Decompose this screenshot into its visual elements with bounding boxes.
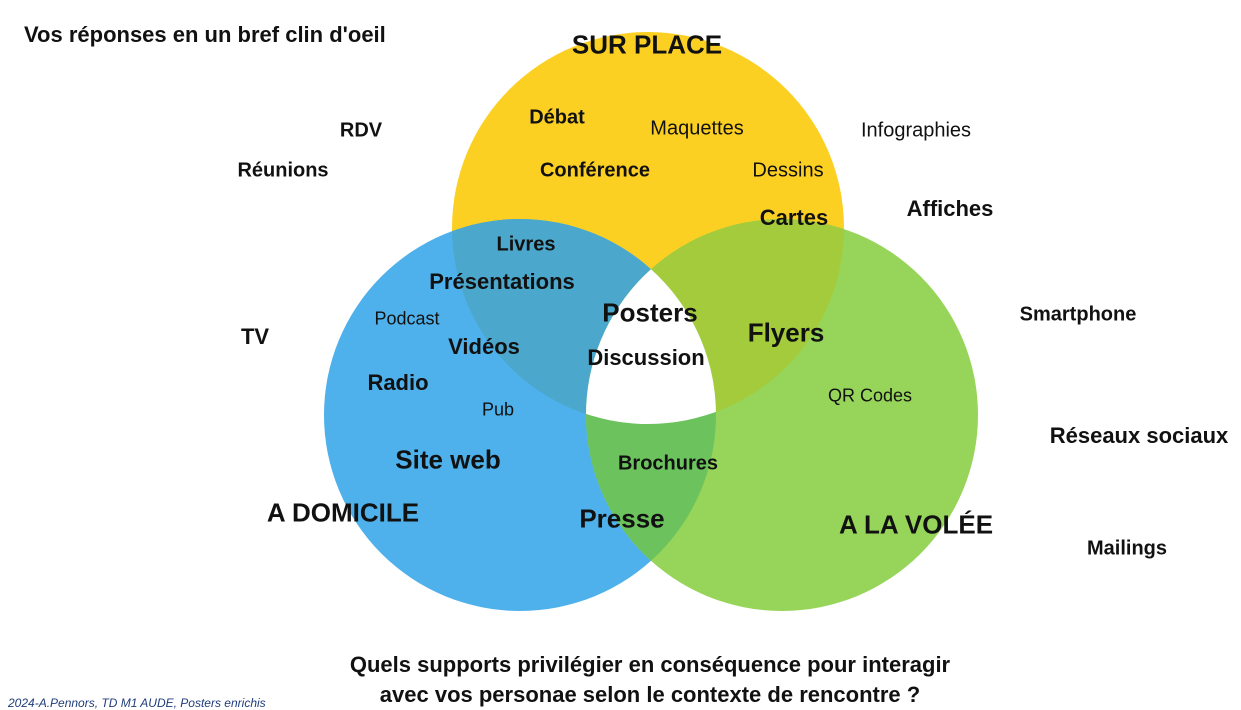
item-presse: Presse <box>579 503 665 534</box>
item-discussion: Discussion <box>587 345 705 370</box>
question-line-1: Quels supports privilégier en conséquenc… <box>349 652 951 677</box>
item-maquettes: Maquettes <box>650 117 744 140</box>
page-title: Vos réponses en un bref clin d'oeil <box>24 22 386 47</box>
label-sur-place: SUR PLACE <box>571 29 723 60</box>
item-tv: TV <box>240 324 270 349</box>
item-rdv: RDV <box>339 119 383 142</box>
item-flyers: Flyers <box>747 317 825 348</box>
question-text: Quels supports privilégier en conséquenc… <box>0 650 1241 710</box>
item-dessins: Dessins <box>752 159 824 182</box>
item-debat: Débat <box>529 106 585 129</box>
item-smartphone: Smartphone <box>1019 303 1137 326</box>
question-line-2: avec vos personae selon le contexte de r… <box>379 682 921 707</box>
item-site-web: Site web <box>395 444 501 475</box>
item-livres: Livres <box>496 233 556 256</box>
credit-text: 2024-A.Pennors, TD M1 AUDE, Posters enri… <box>8 696 266 710</box>
item-mailings: Mailings <box>1086 537 1168 560</box>
item-infographies: Infographies <box>860 119 972 142</box>
item-pub: Pub <box>481 399 515 420</box>
item-reseaux-sociaux: Réseaux sociaux <box>1049 423 1229 448</box>
item-podcast: Podcast <box>374 308 440 329</box>
item-conference: Conférence <box>539 159 651 182</box>
item-cartes: Cartes <box>759 205 829 230</box>
item-qr-codes: QR Codes <box>827 385 913 406</box>
item-presentations: Présentations <box>429 269 575 294</box>
item-affiches: Affiches <box>906 196 994 221</box>
item-reunions: Réunions <box>237 159 329 182</box>
label-a-la-volee: A LA VOLÉE <box>838 509 994 540</box>
item-posters: Posters <box>602 297 698 328</box>
item-radio: Radio <box>367 370 429 395</box>
item-brochures: Brochures <box>617 452 719 475</box>
center-intersection <box>586 219 716 424</box>
label-a-domicile: A DOMICILE <box>266 497 420 528</box>
item-videos: Vidéos <box>448 334 520 359</box>
